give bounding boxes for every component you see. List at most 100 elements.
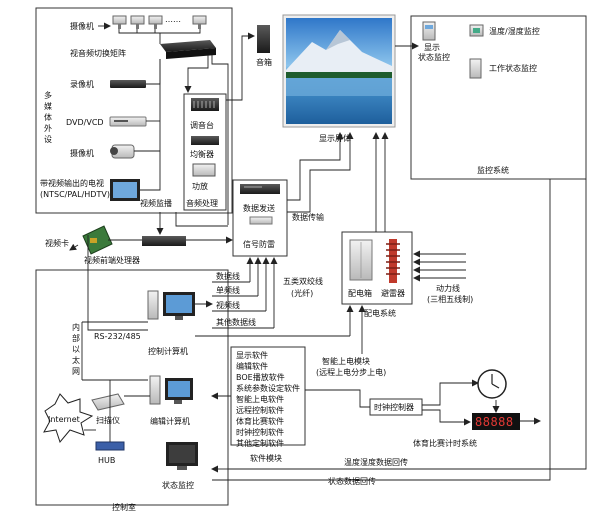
cat5-label: 五类双绞线	[283, 276, 323, 286]
software-item: 体育比赛软件	[236, 416, 284, 426]
internet-label: Internet	[48, 415, 80, 424]
tv-icon	[110, 179, 140, 201]
monitor-system-box	[410, 15, 587, 180]
camera2-label: 摄像机	[70, 148, 94, 158]
scanner-icon	[91, 393, 125, 411]
software-list: 显示软件 编辑软件 BOE播放软件 系统参数设定软件 智能上电软件 远程控制软件…	[236, 350, 300, 448]
status-return-label: 状态数据回传	[328, 476, 376, 486]
tv-sub-label: (NTSC/PAL/HDTV)	[40, 190, 110, 199]
multimedia-box	[35, 7, 233, 214]
screen-label: 显示屏体	[319, 133, 351, 143]
svg-text:设: 设	[44, 134, 52, 144]
svg-text:外: 外	[44, 123, 52, 133]
display-status-icon	[422, 21, 436, 41]
matrix-label: 视音频切换矩阵	[70, 48, 126, 58]
display-status-label-1: 显示	[424, 43, 440, 52]
mixer-icon	[191, 98, 219, 111]
power-line-label: 动力线	[436, 283, 460, 293]
other-line-label: 其他数据线	[216, 317, 256, 327]
power-box-label: 配电箱	[348, 288, 372, 298]
dvd-label: DVD/VCD	[66, 118, 104, 127]
temp-monitor-label: 温度/湿度监控	[489, 26, 540, 36]
lightning-protector-icon	[249, 216, 273, 225]
sports-label: 体育比赛计时系统	[413, 438, 477, 448]
camera-row: ……	[112, 15, 207, 34]
camera-dots: ……	[165, 15, 181, 24]
recorder-icon	[110, 80, 146, 88]
status-monitor-label: 状态监控	[162, 480, 194, 490]
svg-text:网: 网	[72, 367, 80, 376]
recorder-label: 录像机	[70, 79, 94, 89]
video-monitor-label: 视频监播	[140, 198, 172, 208]
power-line-sub: (三相五线制)	[427, 294, 473, 304]
hub-icon	[95, 441, 125, 451]
power-system-box	[341, 231, 413, 305]
temp-return-label: 温度湿度数据回传	[344, 457, 408, 467]
edit-pc-label: 编辑计算机	[150, 416, 190, 426]
svg-text:媒: 媒	[44, 102, 52, 111]
data-send-label: 数据发送	[243, 203, 275, 213]
software-item: 时钟控制软件	[236, 427, 284, 437]
video-camera-icon	[110, 144, 135, 159]
smart-power-sub: (远程上电分步上电)	[316, 367, 386, 377]
monitor-system-label: 监控系统	[477, 165, 509, 175]
amp-label: 功放	[192, 181, 208, 191]
av-matrix-icon	[160, 40, 216, 59]
temp-sensor-icon	[469, 24, 484, 37]
software-item: 远程控制软件	[236, 405, 284, 415]
mixer-label: 调音台	[190, 120, 214, 130]
svg-text:以: 以	[72, 345, 80, 354]
clock-icon	[477, 369, 507, 399]
single-line-label: 单频线	[216, 285, 240, 295]
data-line-label: 数据线	[216, 271, 240, 281]
software-item: 显示软件	[236, 350, 268, 360]
surge-arrester-icon	[386, 239, 400, 283]
software-item: BOE播放软件	[236, 372, 285, 382]
scoreboard-digits: 88888	[475, 415, 514, 429]
eq-label: 均衡器	[190, 149, 214, 159]
control-pc-icon	[147, 290, 195, 320]
camera-icon	[192, 15, 207, 29]
equalizer-icon	[191, 136, 219, 145]
lightning-label: 信号防雷	[243, 239, 275, 249]
software-item: 编辑软件	[236, 361, 268, 371]
audio-label: 音频处理	[186, 198, 218, 208]
power-cabinet-icon	[349, 239, 373, 281]
lan-label: 内 部 以 太 网	[72, 322, 80, 376]
svg-text:太: 太	[72, 355, 80, 365]
tv-label: 带视频输出的电视	[40, 178, 104, 188]
data-sender-icon	[240, 184, 280, 194]
cameras-label: 摄像机	[70, 21, 94, 31]
camera-icon	[130, 15, 145, 29]
dvd-icon	[109, 116, 147, 127]
internet-icon	[43, 393, 94, 444]
svg-text:内: 内	[72, 322, 80, 332]
camera-icon	[112, 15, 127, 29]
front-proc-label: 视频前端处理器	[84, 255, 140, 265]
fiber-label: (光纤)	[291, 288, 313, 298]
video-card-icon	[82, 225, 113, 255]
status-monitor-icon	[166, 442, 198, 470]
work-monitor-label: 工作状态监控	[489, 63, 537, 73]
scanner-label: 扫描仪	[96, 415, 120, 425]
camera-icon	[148, 15, 163, 29]
sports-scoreboard: 88888	[472, 413, 520, 430]
software-item: 智能上电软件	[236, 394, 284, 404]
data-trans-label: 数据传输	[292, 212, 324, 222]
software-item: 其他定制软件	[236, 438, 284, 448]
arrester-label: 避雷器	[381, 288, 405, 298]
power-system-label: 配电系统	[364, 308, 396, 318]
svg-text:部: 部	[72, 333, 80, 343]
amplifier-icon	[192, 163, 216, 177]
speaker-label: 音箱	[256, 57, 272, 67]
data-send-box	[232, 179, 288, 257]
svg-text:体: 体	[44, 112, 52, 122]
edit-pc-icon	[149, 375, 193, 405]
work-status-icon	[469, 58, 482, 79]
control-room-label: 控制室	[112, 502, 136, 512]
display-screen	[282, 14, 396, 128]
software-item: 系统参数设定软件	[236, 383, 300, 393]
video-card-label: 视频卡	[45, 238, 69, 248]
software-module-label: 软件模块	[250, 453, 282, 463]
control-pc-label: 控制计算机	[148, 346, 188, 356]
